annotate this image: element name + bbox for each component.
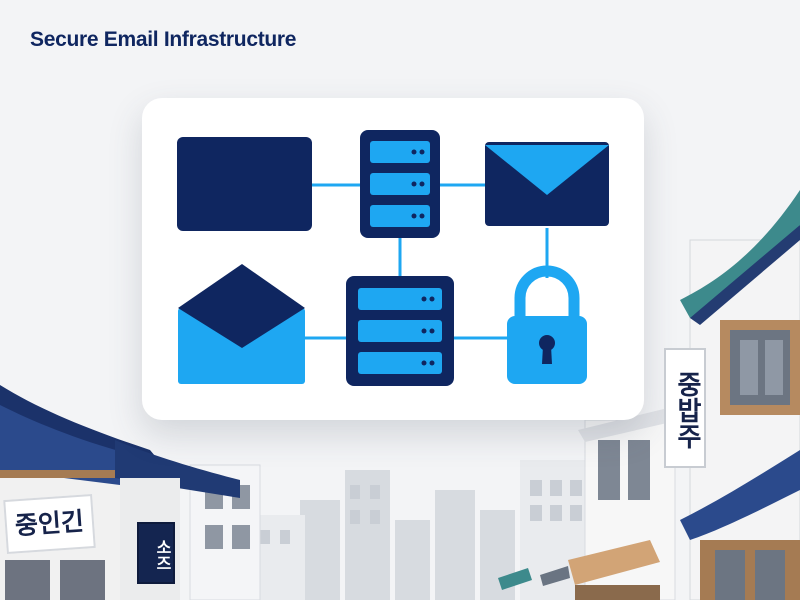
shop-sign-small: 소즈 bbox=[137, 522, 175, 584]
envelope-closed-icon bbox=[485, 142, 609, 226]
monitor-icon bbox=[177, 137, 312, 231]
connector-lines bbox=[305, 183, 549, 340]
shop-sign-right: 중밥주 bbox=[664, 348, 706, 468]
padlock-icon bbox=[507, 265, 587, 384]
server-icon bbox=[346, 276, 454, 386]
shop-sign-left: 중인긴 bbox=[3, 493, 96, 555]
server-icon bbox=[360, 130, 440, 238]
page-title: Secure Email Infrastructure bbox=[30, 28, 297, 51]
network-diagram-card bbox=[142, 98, 644, 420]
envelope-open-icon bbox=[178, 264, 305, 384]
